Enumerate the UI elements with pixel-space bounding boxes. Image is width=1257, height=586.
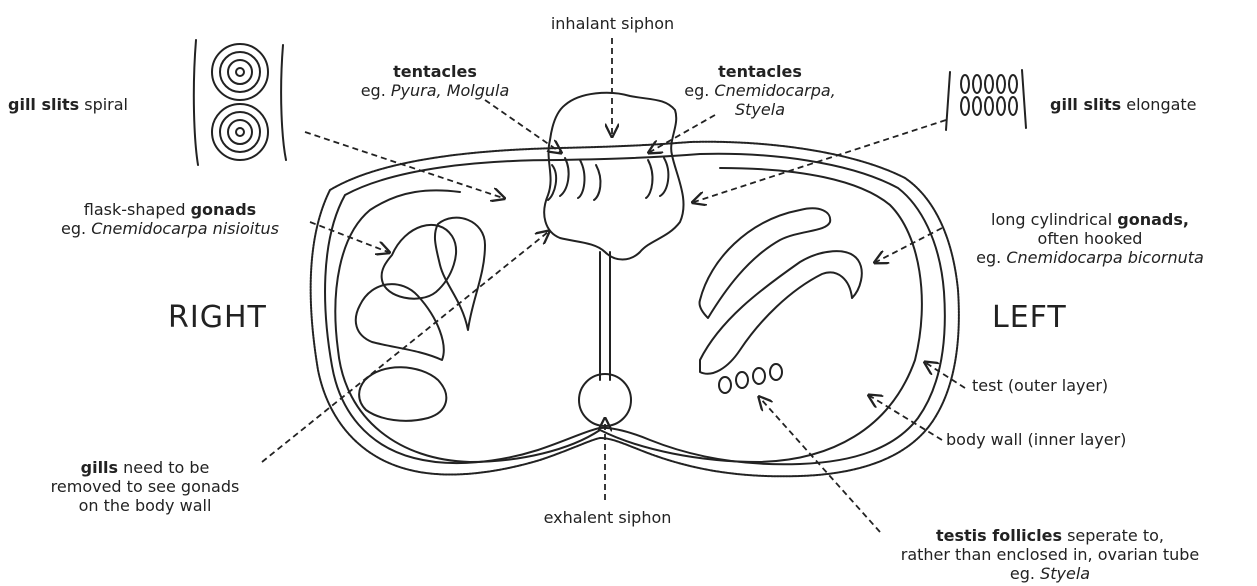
inhalant-siphon-label: inhalant siphon — [525, 14, 700, 33]
tentacles-left-label: tentacles eg. Pyura, Molgula — [330, 62, 540, 100]
long-gonad — [699, 208, 830, 318]
exhalent-bulb — [579, 374, 631, 426]
long-gonads-pre: long cylindrical — [991, 210, 1117, 229]
test-label: test (outer layer) — [972, 376, 1108, 395]
flask-gonads-title: gonads — [191, 200, 257, 219]
gills-rest: need to be — [118, 458, 209, 477]
testis-line2: rather than enclosed in, ovarian tube — [901, 545, 1199, 564]
gills-label: gills need to be removed to see gonads o… — [20, 458, 270, 515]
gill-slits-elongate-label: gill slits elongate — [1050, 95, 1197, 114]
body-wall-outline — [325, 154, 945, 465]
long-gonad — [700, 251, 862, 374]
elongate-gill-slits-icon — [946, 70, 1026, 130]
gill-slits-spiral-title: gill slits — [8, 95, 79, 114]
gill-slits-elongate-rest: elongate — [1121, 95, 1196, 114]
flask-gonad — [435, 218, 485, 330]
testis-follicle — [736, 372, 748, 388]
arrow-body-wall — [870, 396, 942, 440]
tentacles-right-species-2: Styela — [735, 100, 785, 119]
spiral-gill-slits-icon — [194, 40, 286, 165]
gills-line2: removed to see gonads — [51, 477, 240, 496]
testis-follicles-label: testis follicles seperate to, rather tha… — [870, 526, 1230, 583]
testis-species: Styela — [1040, 564, 1090, 583]
long-gonads-title: gonads, — [1117, 210, 1189, 229]
tentacle — [560, 158, 569, 196]
gill-slits-spiral-label: gill slits spiral — [8, 95, 128, 114]
flask-gonad — [382, 225, 456, 299]
exhalent-siphon-label: exhalent siphon — [515, 508, 700, 527]
tentacle — [646, 160, 652, 198]
testis-follicle — [753, 368, 765, 384]
test-outline — [311, 142, 959, 477]
long-gonads-species: Cnemidocarpa bicornuta — [1006, 248, 1203, 267]
left-half-outline — [600, 168, 922, 462]
flask-gonads-pre: flask-shaped — [84, 200, 191, 219]
tentacle — [594, 165, 600, 200]
tentacles-right-title: tentacles — [718, 62, 802, 81]
testis-eg: eg. — [1010, 564, 1040, 583]
testis-title: testis follicles — [936, 526, 1062, 545]
gill-slits-elongate-title: gill slits — [1050, 95, 1121, 114]
tentacle — [660, 158, 668, 196]
flask-gonads-eg: eg. — [61, 219, 91, 238]
flask-gonads-label: flask-shaped gonads eg. Cnemidocarpa nis… — [20, 200, 320, 238]
tentacles-right-eg: eg. — [684, 81, 714, 100]
long-gonads-label: long cylindrical gonads, often hooked eg… — [940, 210, 1240, 267]
flask-gonads-species: Cnemidocarpa nisioitus — [91, 219, 279, 238]
gill-slits-spiral-rest: spiral — [79, 95, 128, 114]
gills-title: gills — [81, 458, 118, 477]
arrow-flask-gonads — [310, 222, 388, 252]
arrow-gills — [262, 232, 548, 462]
testis-follicle — [719, 377, 731, 393]
testis-rest: seperate to, — [1062, 526, 1164, 545]
flask-gonad — [359, 367, 446, 421]
arrow-test — [926, 363, 965, 388]
body-wall-label: body wall (inner layer) — [946, 430, 1126, 449]
tentacles-right-label: tentacles eg. Cnemidocarpa, Styela — [660, 62, 860, 119]
gills-line3: on the body wall — [79, 496, 212, 515]
right-side-label: RIGHT — [168, 300, 267, 335]
pharynx-tube — [600, 252, 610, 380]
tentacles-left-eg: eg. — [361, 81, 391, 100]
testis-follicle — [770, 364, 782, 380]
tentacles-right-species-1: Cnemidocarpa, — [714, 81, 835, 100]
tentacles-left-title: tentacles — [393, 62, 477, 81]
long-gonads-eg: eg. — [976, 248, 1006, 267]
long-gonads-line2: often hooked — [1038, 229, 1143, 248]
arrow-tentacles-right — [650, 115, 715, 152]
arrow-gill-elongate — [694, 120, 946, 202]
left-side-label: LEFT — [992, 300, 1067, 335]
tentacles-left-species: Pyura, Molgula — [391, 81, 509, 100]
tentacle — [578, 160, 584, 198]
